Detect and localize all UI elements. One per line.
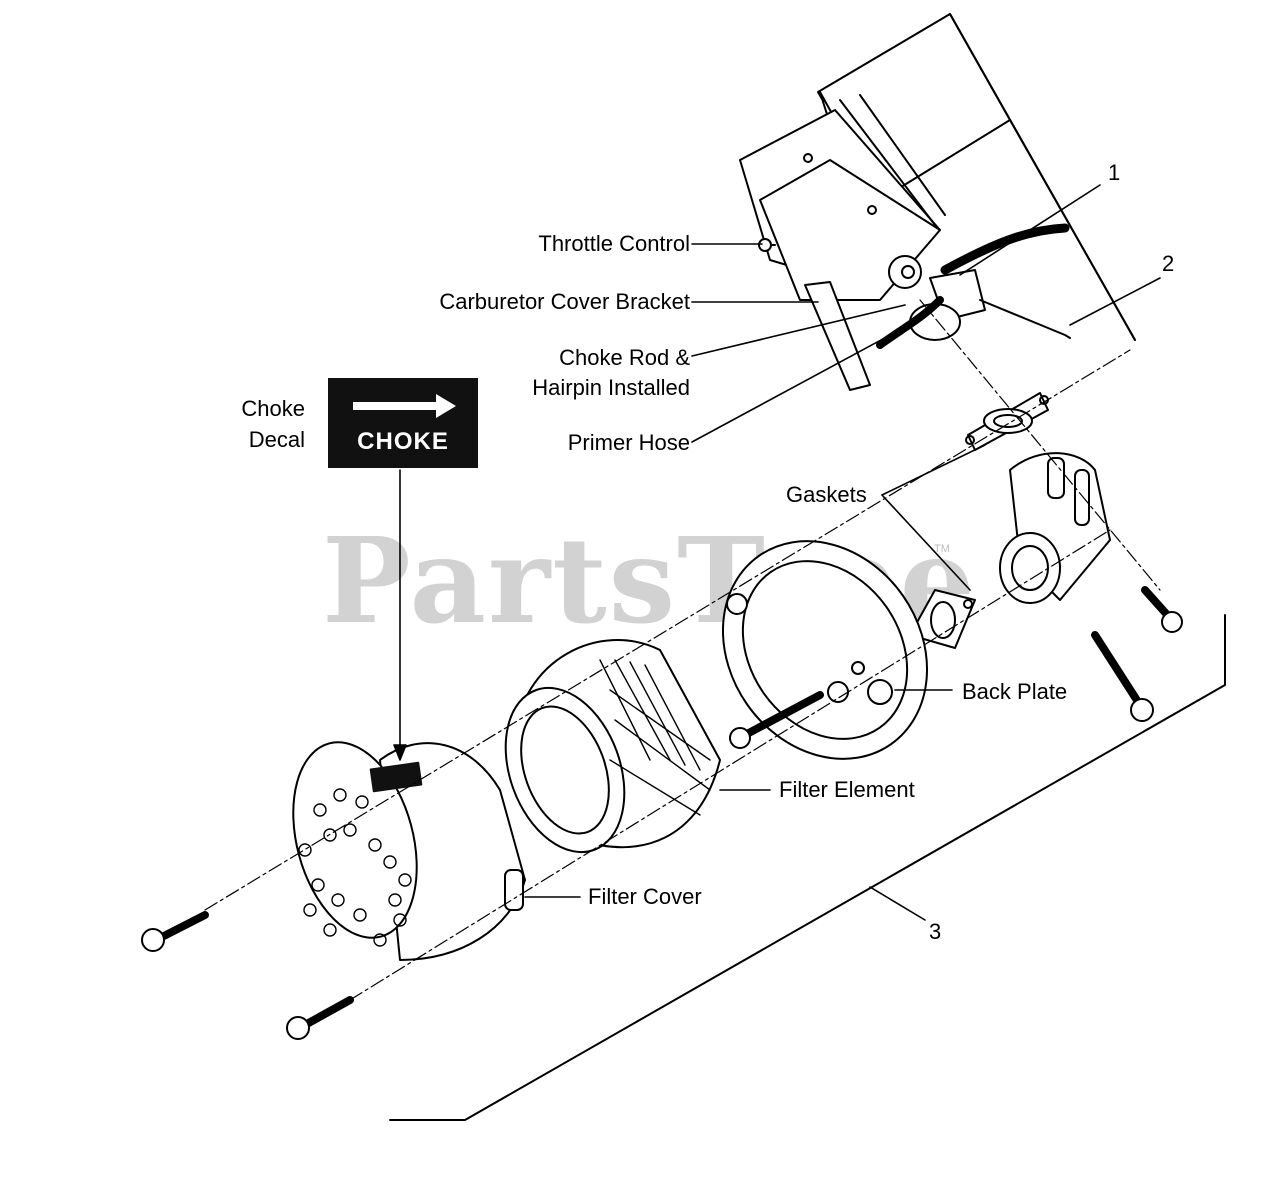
arrow-right-icon xyxy=(353,394,456,418)
label-filter-cover: Filter Cover xyxy=(588,884,702,909)
label-gaskets: Gaskets xyxy=(786,482,867,507)
cover-screws xyxy=(141,911,354,1040)
choke-decal-text: CHOKE xyxy=(357,428,449,455)
item-number-3: 3 xyxy=(929,919,942,944)
label-throttle-control: Throttle Control xyxy=(538,231,690,256)
label-choke-decal-line2: Decal xyxy=(248,427,305,452)
label-filter-element: Filter Element xyxy=(779,777,915,802)
leader-lines xyxy=(393,184,1161,921)
label-choke-rod-line1: Choke Rod & xyxy=(559,345,690,370)
label-choke-rod-line2: Hairpin Installed xyxy=(532,375,690,400)
mount-screws-right xyxy=(1091,586,1183,722)
carburetor-assembly xyxy=(739,13,1136,391)
item-number-2: 2 xyxy=(1162,251,1175,276)
label-choke-decal-line1: Choke xyxy=(241,396,305,421)
center-screw xyxy=(729,691,824,749)
choke-decal-panel: CHOKE xyxy=(328,378,478,468)
filter-cover xyxy=(292,741,526,961)
label-carburetor-cover-bracket: Carburetor Cover Bracket xyxy=(439,289,690,314)
filter-element xyxy=(504,639,721,854)
upper-gasket xyxy=(965,392,1049,451)
assembly-centerline xyxy=(204,299,1161,1001)
watermark-trademark: TM xyxy=(934,543,950,555)
back-plate xyxy=(721,540,929,760)
item-number-1: 1 xyxy=(1108,160,1121,185)
label-back-plate: Back Plate xyxy=(962,679,1068,704)
label-primer-hose: Primer Hose xyxy=(567,430,690,455)
item-3-bracket xyxy=(389,614,1226,1121)
adapter-housing xyxy=(999,452,1111,604)
